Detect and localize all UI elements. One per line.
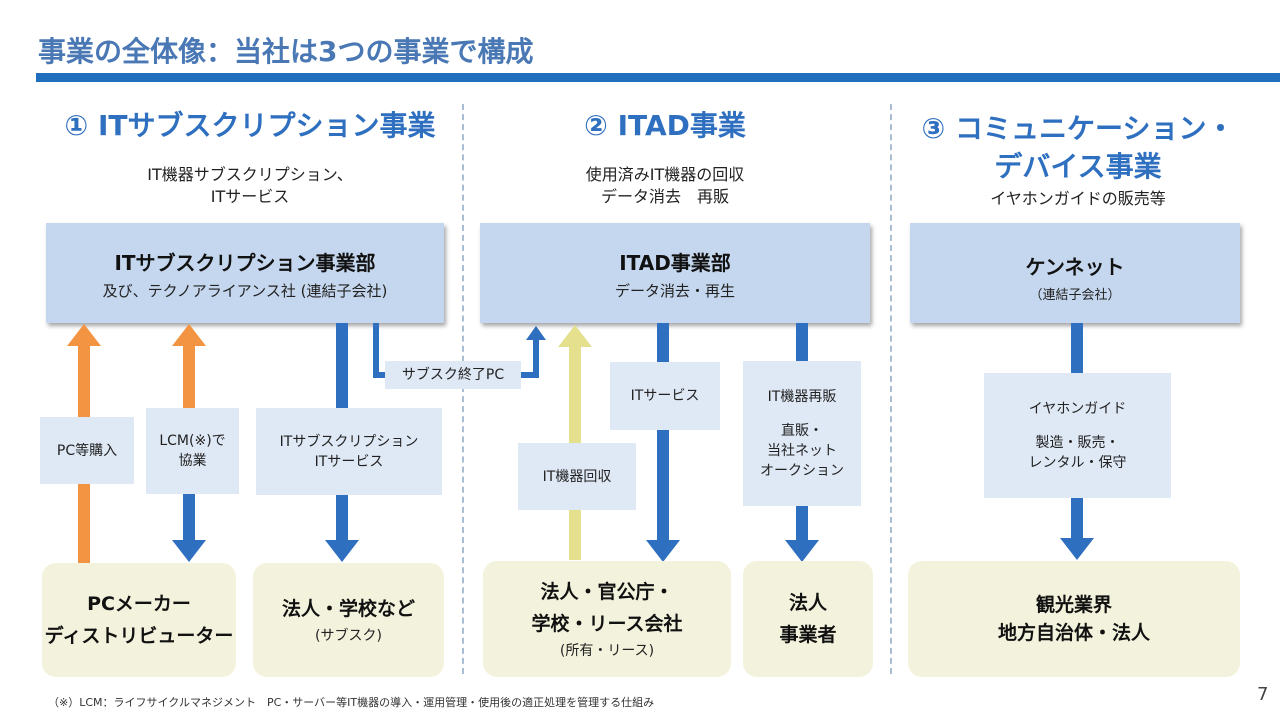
flow-label-lcm: LCM(※)で 協業	[146, 408, 239, 494]
department-name: ITサブスクリプション事業部	[114, 251, 376, 275]
section-2-subtitle: 使用済みIT機器の回収 データ消去 再販	[470, 164, 860, 208]
section-divider	[462, 104, 464, 674]
label-line: IT機器再販	[767, 388, 837, 405]
subtitle-line: 使用済みIT機器の回収	[585, 165, 745, 184]
arrow-head-up-icon	[67, 324, 101, 346]
department-name: ITAD事業部	[619, 251, 731, 275]
transfer-connector-down	[373, 323, 379, 378]
arrow-down-it-service	[657, 323, 669, 542]
customer-box-corporate-schools: 法人・学校など (サブスク)	[253, 563, 444, 677]
label-line: 製造・販売・	[1035, 434, 1120, 451]
subtitle-line: データ消去 再販	[600, 187, 729, 206]
label-line: 協業	[178, 453, 207, 469]
section-3-heading: ③ コミュニケーション・ デバイス事業	[900, 110, 1256, 186]
customer-box-pc-makers: PCメーカー ディストリビューター	[42, 563, 236, 677]
flow-label-earphone-guide: イヤホンガイド 製造・販売・ レンタル・保守	[984, 373, 1171, 498]
arrow-head-down-icon	[325, 540, 359, 562]
label-line: LCM(※)で	[159, 433, 226, 449]
department-name: ケンネット	[1025, 255, 1125, 279]
label-spacer	[1029, 419, 1127, 433]
label-line: ITサービス	[314, 453, 384, 470]
footnote: （※）LCM：ライフサイクルマネジメント PC・サーバー等IT機器の導入・運用管…	[48, 696, 655, 709]
customer-name: 観光業界	[1035, 594, 1112, 616]
customer-name: 法人・学校など	[281, 598, 415, 620]
customer-box-tourism: 観光業界 地方自治体・法人	[908, 561, 1240, 677]
label-line: イヤホンガイド	[1028, 400, 1127, 417]
subtitle-line: ITサービス	[210, 187, 290, 206]
label-line: 直販・	[781, 422, 823, 439]
customer-name: PCメーカー	[87, 593, 191, 615]
department-box-it-subscription: ITサブスクリプション事業部 及び、テクノアライアンス社 (連結子会社)	[46, 223, 444, 323]
flow-label-it-service: ITサービス	[610, 362, 720, 430]
flow-label-collection: IT機器回収	[518, 443, 636, 510]
department-box-itad: ITAD事業部 データ消去・再生	[480, 223, 870, 323]
arrow-head-down-icon	[172, 540, 206, 562]
heading-line: ③ コミュニケーション・	[921, 112, 1235, 145]
customer-name: 事業者	[779, 624, 837, 646]
department-desc: （連結子会社）	[1029, 288, 1121, 303]
arrow-head-up-icon	[526, 326, 546, 340]
transfer-label: サブスク終了PC	[385, 361, 521, 389]
arrow-head-down-icon	[1060, 538, 1094, 560]
section-1-heading: ① ITサブスクリプション事業	[64, 109, 436, 142]
customer-name: ディストリビューター	[44, 625, 234, 647]
section-2-heading: ② ITAD事業	[584, 109, 746, 142]
customer-name: 学校・リース会社	[531, 613, 683, 635]
customer-name: 地方自治体・法人	[997, 622, 1150, 644]
arrow-head-down-icon	[785, 540, 819, 562]
flow-label-resale: IT機器再販 直販・ 当社ネット オークション	[743, 361, 861, 506]
page-number: 7	[1257, 684, 1269, 705]
section-divider	[890, 104, 892, 674]
arrow-head-down-icon	[646, 540, 680, 562]
label-spacer	[760, 407, 844, 421]
department-desc: 及び、テクノアライアンス社 (連結子会社)	[102, 282, 388, 300]
transfer-connector-up	[533, 338, 539, 378]
customer-name: 法人	[788, 592, 827, 614]
flow-label-subscription: ITサブスクリプション ITサービス	[256, 408, 442, 495]
arrow-down-lcm	[183, 494, 195, 542]
title-underline	[36, 73, 1280, 82]
arrow-up-lcm	[183, 345, 195, 410]
arrow-head-up-icon	[172, 324, 206, 346]
flow-label-pc-purchase: PC等購入	[40, 417, 134, 484]
label-line: レンタル・保守	[1028, 454, 1127, 471]
page-title: 事業の全体像：当社は3つの事業で構成	[38, 35, 534, 68]
customer-sub: (所有・リース)	[559, 643, 655, 659]
section-1-subtitle: IT機器サブスクリプション、 ITサービス	[40, 164, 460, 208]
customer-box-public-lease: 法人・官公庁・ 学校・リース会社 (所有・リース)	[483, 561, 731, 677]
customer-box-businesses: 法人 事業者	[743, 561, 873, 677]
subtitle-line: IT機器サブスクリプション、	[147, 165, 353, 184]
customer-name: 法人・官公庁・	[540, 581, 674, 603]
arrow-head-up-icon	[558, 325, 592, 347]
section-3-subtitle: イヤホンガイドの販売等	[990, 189, 1166, 208]
department-desc: データ消去・再生	[614, 282, 735, 300]
label-line: ITサブスクリプション	[279, 433, 419, 450]
label-line: 当社ネット	[767, 442, 837, 459]
customer-sub: (サブスク)	[315, 628, 382, 644]
heading-line: デバイス事業	[994, 150, 1162, 183]
label-line: オークション	[760, 462, 844, 479]
department-box-kennet: ケンネット （連結子会社）	[910, 223, 1240, 323]
